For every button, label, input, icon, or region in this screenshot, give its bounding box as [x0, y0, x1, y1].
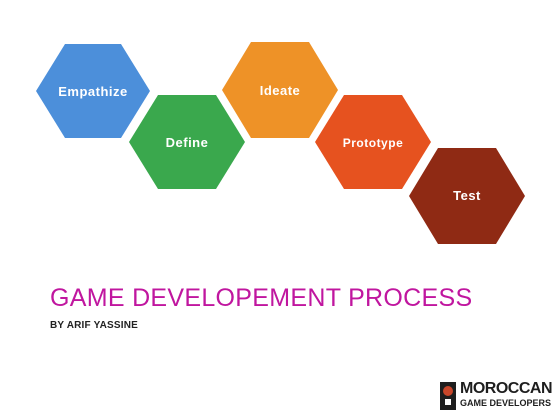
hex-label-test: Test [453, 188, 481, 203]
moroccan-game-developers-logo: MOROCCAN GAME DEVELOPERS [440, 380, 553, 412]
logo-line-2: GAME DEVELOPERS [460, 398, 552, 408]
hex-empathize: Empathize [36, 44, 150, 138]
hex-label-prototype: Prototype [343, 136, 404, 150]
hex-label-ideate: Ideate [260, 83, 301, 98]
hex-label-define: Define [166, 135, 209, 150]
design-thinking-diagram: Empathize Define Ideate Prototype Test [36, 42, 525, 244]
hex-test: Test [409, 148, 525, 244]
slide-title: GAME DEVELOPEMENT PROCESS [50, 284, 473, 312]
logo-line-1: MOROCCAN [460, 380, 553, 397]
hex-label-empathize: Empathize [58, 84, 128, 99]
hex-define: Define [129, 95, 245, 189]
logo-mark-icon [440, 382, 456, 410]
hex-ideate: Ideate [222, 42, 338, 138]
slide-subtitle: BY ARIF YASSINE [50, 320, 139, 331]
hex-prototype: Prototype [315, 95, 431, 189]
